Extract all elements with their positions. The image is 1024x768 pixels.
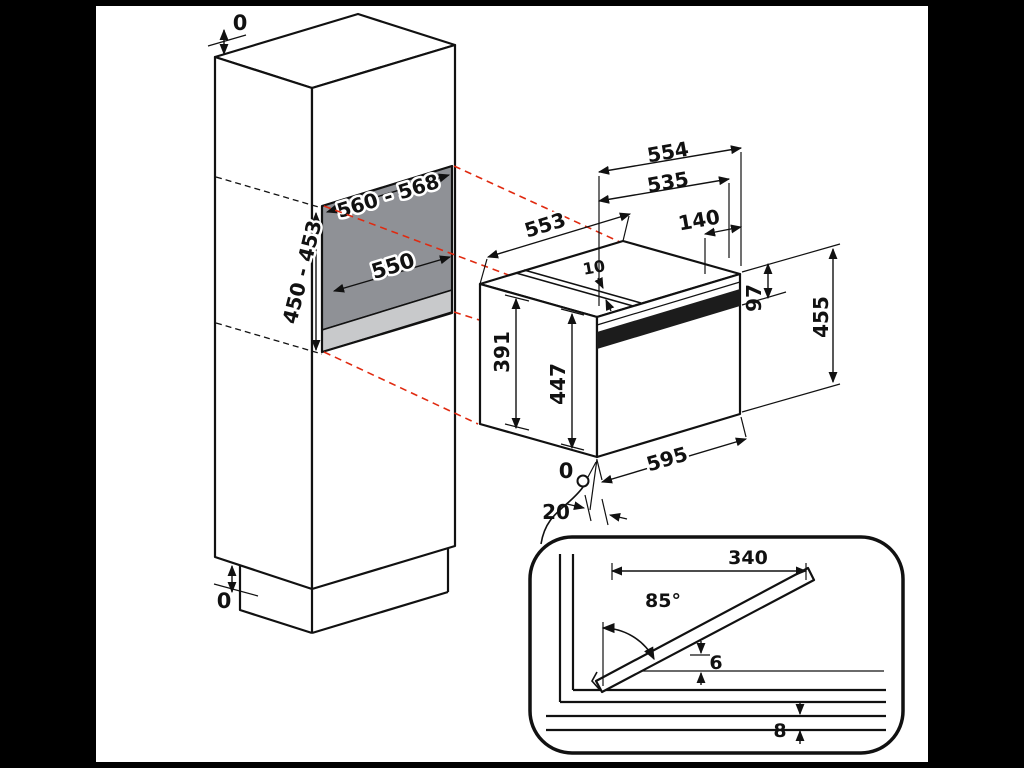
label-top-gap: 6	[709, 652, 722, 674]
ext-553-front	[479, 258, 488, 285]
door-angle-arc	[601, 622, 655, 661]
label-front-offset: 20	[542, 500, 570, 524]
built-in-oven	[478, 239, 742, 459]
oven-front-trim-line	[596, 281, 741, 326]
label-body-height: 391	[490, 331, 514, 373]
step-arrow-upper	[594, 276, 604, 290]
niche-width-dim-line	[325, 173, 451, 214]
label-opening-angle: 85°	[645, 590, 681, 612]
ext-20	[589, 458, 598, 511]
niche-bottom-hidden-line	[215, 322, 323, 355]
label-door-length: 340	[728, 547, 768, 569]
detail-cabinet-section	[546, 554, 886, 732]
label-bottom-clearance: 0	[217, 589, 232, 613]
dim-595	[600, 437, 748, 484]
label-front-height: 447	[546, 363, 570, 405]
arrow-20-left	[566, 501, 586, 511]
door-hinge	[591, 671, 601, 691]
detail-leader-line	[540, 486, 584, 545]
dim-554	[597, 145, 743, 175]
projection-line-top-front	[323, 205, 563, 296]
niche-depth-dim-line	[332, 255, 452, 293]
zero-ref-marker	[576, 474, 590, 488]
tall-cabinet	[213, 12, 457, 635]
step-arrow-lower	[605, 298, 615, 312]
plinth-bottom-edge	[311, 590, 449, 635]
detail-dimensions: 85° 340 6 8	[610, 547, 808, 744]
ext-455-top	[741, 243, 841, 273]
tick-447-top	[560, 308, 585, 316]
dim-535	[597, 176, 731, 204]
door-detail-bubble: 85° 340 6 8	[528, 535, 905, 755]
label-height-overall: 455	[809, 296, 833, 338]
plinth-front-edge	[238, 566, 313, 635]
detail-open-door	[591, 566, 816, 694]
projection-line-top-back	[453, 165, 621, 243]
niche-hidden-lines	[215, 176, 323, 355]
oven-door-face	[595, 272, 742, 459]
oven-top-step-line-back	[523, 269, 642, 304]
label-top-clearance: 0	[233, 11, 248, 35]
tick-20-right	[601, 498, 609, 526]
niche-top-hidden-line	[215, 176, 323, 209]
ext-595-right	[740, 416, 747, 438]
cabinet-plinth	[238, 549, 450, 635]
dim-140	[703, 224, 743, 237]
detail-bubble-border	[528, 535, 905, 755]
label-top-step: 10	[581, 256, 606, 279]
label-panel-height: 97	[742, 284, 766, 312]
dim-553	[486, 212, 632, 259]
oven-control-band	[597, 289, 740, 349]
ext-455-bottom	[741, 383, 841, 413]
label-bottom-ref: 0	[559, 459, 574, 483]
tick-20-left	[584, 494, 592, 522]
arrow-20-right	[608, 512, 628, 522]
label-bottom-gap: 8	[773, 720, 786, 742]
door-panel	[594, 566, 816, 694]
zero-ref-leader	[587, 461, 597, 478]
projection-line-bottom-front	[323, 351, 479, 425]
